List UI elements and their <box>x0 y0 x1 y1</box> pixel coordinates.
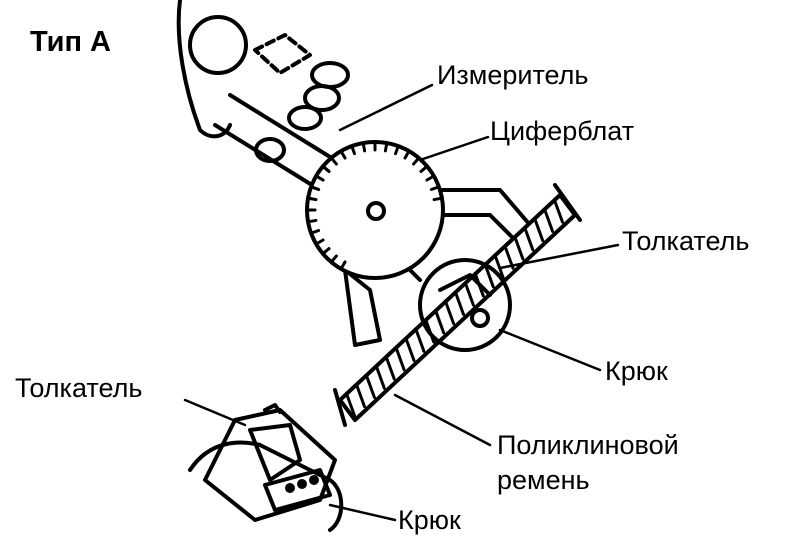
dial-tick <box>339 260 347 271</box>
dial-tick <box>306 218 318 224</box>
belt-hatch <box>355 383 366 409</box>
hook-detail-circle <box>418 258 512 352</box>
gauge-frame <box>343 188 532 347</box>
label-belt-line2: ремень <box>497 465 590 495</box>
dial <box>305 140 445 280</box>
belt-hatch <box>483 263 495 289</box>
belt-hatch <box>533 217 545 243</box>
dial-tick <box>329 254 338 264</box>
dial-tick <box>383 141 389 153</box>
dial-tick <box>425 174 436 182</box>
dial-tick <box>314 174 325 182</box>
belt-hatch <box>523 226 535 252</box>
belt-hatch <box>513 235 525 261</box>
belt-hatch <box>493 253 505 279</box>
dial-tick <box>339 149 347 160</box>
dial-tick <box>394 144 400 156</box>
label-pusher-main: Толкатель <box>622 226 750 256</box>
belt-hatch <box>374 364 386 390</box>
inset-pusher-hook <box>188 403 344 532</box>
label-gauge: Измеритель <box>437 60 589 90</box>
dial-tick <box>321 247 331 256</box>
dial-tick <box>419 164 429 173</box>
belt-hatch <box>454 290 465 316</box>
belt-hatch <box>345 392 357 418</box>
dial-tick <box>429 185 441 191</box>
label-belt-line1: Поликлиновой <box>497 430 679 460</box>
belt-hatch <box>414 327 426 353</box>
dial-tick <box>412 156 421 166</box>
dial-tick <box>306 196 318 202</box>
dial-tick <box>432 196 444 202</box>
dial-tick <box>309 229 321 235</box>
leader-lines <box>183 83 620 522</box>
label-pusher-inset: Толкатель <box>15 373 143 403</box>
label-dial: Циферблат <box>490 116 635 146</box>
dial-tick <box>321 164 331 173</box>
belt-hatch <box>384 355 396 381</box>
dial-tick <box>329 156 338 166</box>
belt-hatch <box>404 337 416 362</box>
hand-illustration <box>176 0 350 192</box>
belt-hatch <box>434 309 446 335</box>
belt-hatch <box>444 300 456 326</box>
dial-tick <box>403 149 411 160</box>
belt-hatch <box>394 346 406 372</box>
belt-hatch <box>463 281 475 307</box>
dial-tick <box>361 141 367 153</box>
diagram-title: Тип А <box>30 26 111 58</box>
dial-tick <box>314 238 325 246</box>
dial-tick <box>350 144 356 156</box>
label-hook-inset: Крюк <box>398 505 461 535</box>
belt-hatch <box>543 207 555 233</box>
label-hook-main: Крюк <box>605 356 668 386</box>
belt-hatch <box>553 198 564 224</box>
belt-hatch <box>364 373 376 399</box>
dial-tick <box>309 185 321 191</box>
